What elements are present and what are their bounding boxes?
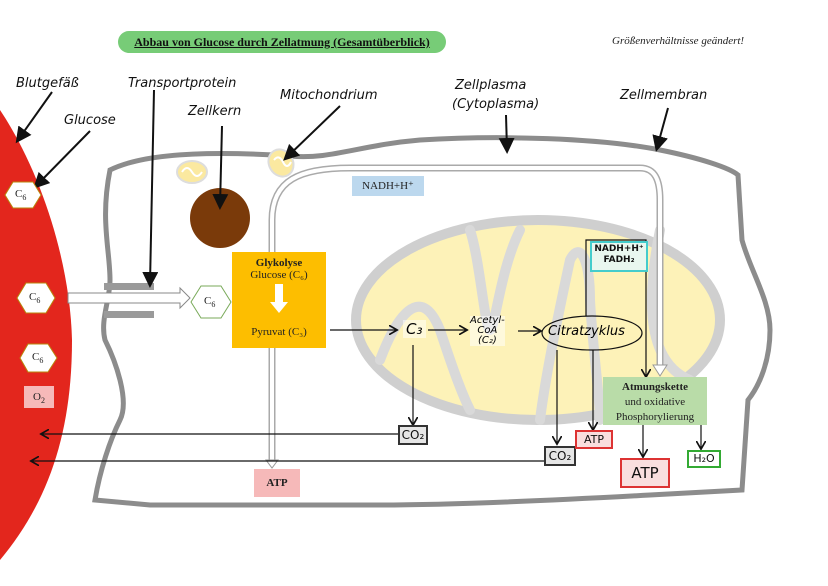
atp-citrate-box: ATP <box>575 430 613 449</box>
label-nucleus: Zellkern <box>188 104 242 119</box>
respiratory-chain-heading: Atmungskette <box>622 381 688 393</box>
citrate-to-nadh-line <box>585 239 646 376</box>
c3-pyruvate: C₃ <box>403 320 426 338</box>
glucose-hexagon-2 <box>16 282 56 314</box>
glucose-transport-arrow <box>67 286 191 310</box>
atp-chain-box: ATP <box>620 458 670 488</box>
citrate-cycle-label: Citratzyklus <box>548 324 625 339</box>
glucose-molecule-cell: C6 <box>204 295 216 310</box>
atp-glycolysis-arrowhead <box>265 459 279 469</box>
co2-box-1: CO₂ <box>398 425 428 445</box>
water-box: H₂O <box>687 450 721 468</box>
label-mitochondrion: Mitochondrium <box>280 88 378 103</box>
glucose-pointer <box>33 130 91 189</box>
acetyl-line-2: CoA <box>477 325 498 336</box>
scale-note: Größenverhältnisse geändert! <box>612 35 745 47</box>
nucleus <box>190 188 250 248</box>
co2-box-2: CO₂ <box>544 446 576 466</box>
citrate-cycle-loop <box>541 315 643 351</box>
respiratory-chain-box: Atmungskette und oxidative Phosphorylier… <box>603 377 707 425</box>
nadh-label: NADH+H⁺ <box>594 244 644 254</box>
blood-vessel-pointer <box>15 91 53 144</box>
blood-vessel <box>0 110 72 560</box>
nadh-fadh-box: NADH+H⁺ FADH₂ <box>590 241 648 272</box>
respiratory-chain-arrowhead <box>652 364 668 377</box>
glucose-molecule-1: C6 <box>15 188 27 203</box>
cytoplasm-pointer <box>498 114 515 154</box>
page-title: Abbau von Glucose durch Zellatmung (Gesa… <box>118 31 446 53</box>
respiratory-chain-line2: und oxidative <box>624 396 686 408</box>
glucose-hexagon-3 <box>19 343 58 373</box>
transport-protein-bottom <box>104 311 154 318</box>
glycolysis-heading: Glykolyse <box>255 257 303 269</box>
label-cytoplasm: Zellplasma <box>455 78 527 93</box>
mitochondrion-pointer <box>283 105 341 161</box>
atp-glycolysis: ATP <box>254 469 300 497</box>
label-transport-protein: Transportprotein <box>128 76 237 91</box>
glycolysis-output: Pyruvat (C₃) <box>251 326 307 338</box>
glucose-hexagon-cell <box>190 285 232 319</box>
label-glucose: Glucose <box>64 113 116 128</box>
transport-protein-top <box>104 283 154 290</box>
transport-pointer <box>142 89 159 288</box>
glucose-molecule-3: C6 <box>32 351 44 366</box>
cell-membrane <box>92 135 773 508</box>
label-cytoplasm-alt: (Cytoplasma) <box>452 97 540 112</box>
acetyl-line-1: Acetyl- <box>470 315 505 326</box>
fadh-label: FADH₂ <box>603 255 635 265</box>
glycolysis-box: Glykolyse Glucose (C₆) Pyruvat (C₃) <box>232 252 326 348</box>
membrane-pointer <box>652 107 669 152</box>
label-cell-membrane: Zellmembran <box>620 88 708 103</box>
glycolysis-down-arrow <box>270 284 288 313</box>
acetyl-line-3: (C₂) <box>477 335 497 346</box>
respiratory-chain-line3: Phosphorylierung <box>615 411 695 423</box>
nadh-cytoplasm-box: NADH+H⁺ <box>352 176 424 196</box>
label-blood-vessel: Blutgefäß <box>16 76 79 91</box>
glycolysis-input: Glucose (C₆) <box>250 269 308 281</box>
glucose-molecule-2: C6 <box>29 291 41 306</box>
acetyl-coa: Acetyl- CoA (C₂) <box>470 316 505 346</box>
nucleus-pointer <box>212 125 229 210</box>
oxygen-box: O2 <box>24 386 54 408</box>
glucose-hexagon-1 <box>4 181 42 209</box>
